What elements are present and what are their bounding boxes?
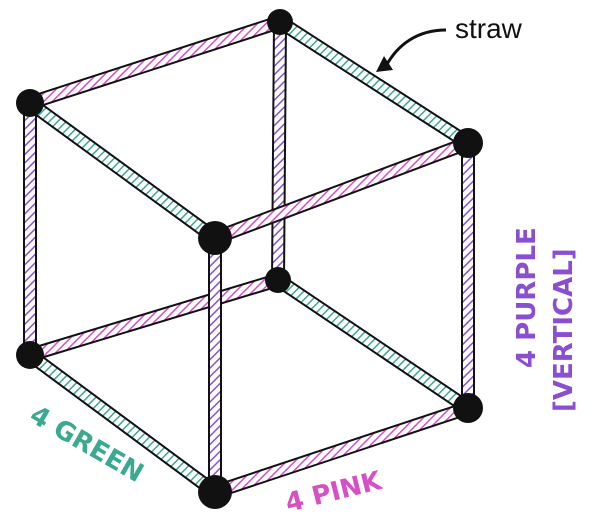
joint-top-front <box>198 221 232 255</box>
straw-green-back-bottom <box>271 273 475 415</box>
joints <box>16 9 483 509</box>
joint-top-left <box>16 89 44 117</box>
front-edges <box>23 136 475 499</box>
straw-label: straw <box>455 13 523 44</box>
straw-pink-top-back <box>23 15 287 110</box>
top-edges <box>23 15 475 245</box>
straw-pink-back-bottom <box>23 273 285 362</box>
joint-bottom-left <box>16 341 44 369</box>
back-edges <box>23 15 475 415</box>
straw-green-top-right <box>273 15 475 150</box>
green-count-label: 4 GREEN <box>25 400 149 489</box>
pink-count-label: 4 PINK <box>282 466 385 519</box>
straw-purple-back-center <box>271 15 287 287</box>
joint-bottom-back <box>265 267 291 293</box>
purple-count-label: 4 PURPLE <box>512 227 542 368</box>
straw-pink-bottom-front <box>208 401 475 499</box>
vertical-label: [VERTICAL] <box>549 248 579 412</box>
joint-top-back <box>267 9 293 35</box>
curved-arrow-icon <box>384 28 447 67</box>
straw-green-top-left <box>23 96 222 245</box>
joint-bottom-right <box>453 393 483 423</box>
straw-green-bottom-left <box>23 348 222 499</box>
straw-pink-top-front <box>208 136 475 245</box>
arrowhead-icon <box>376 56 393 72</box>
joint-bottom-front <box>198 475 232 509</box>
joint-top-right <box>453 128 483 158</box>
